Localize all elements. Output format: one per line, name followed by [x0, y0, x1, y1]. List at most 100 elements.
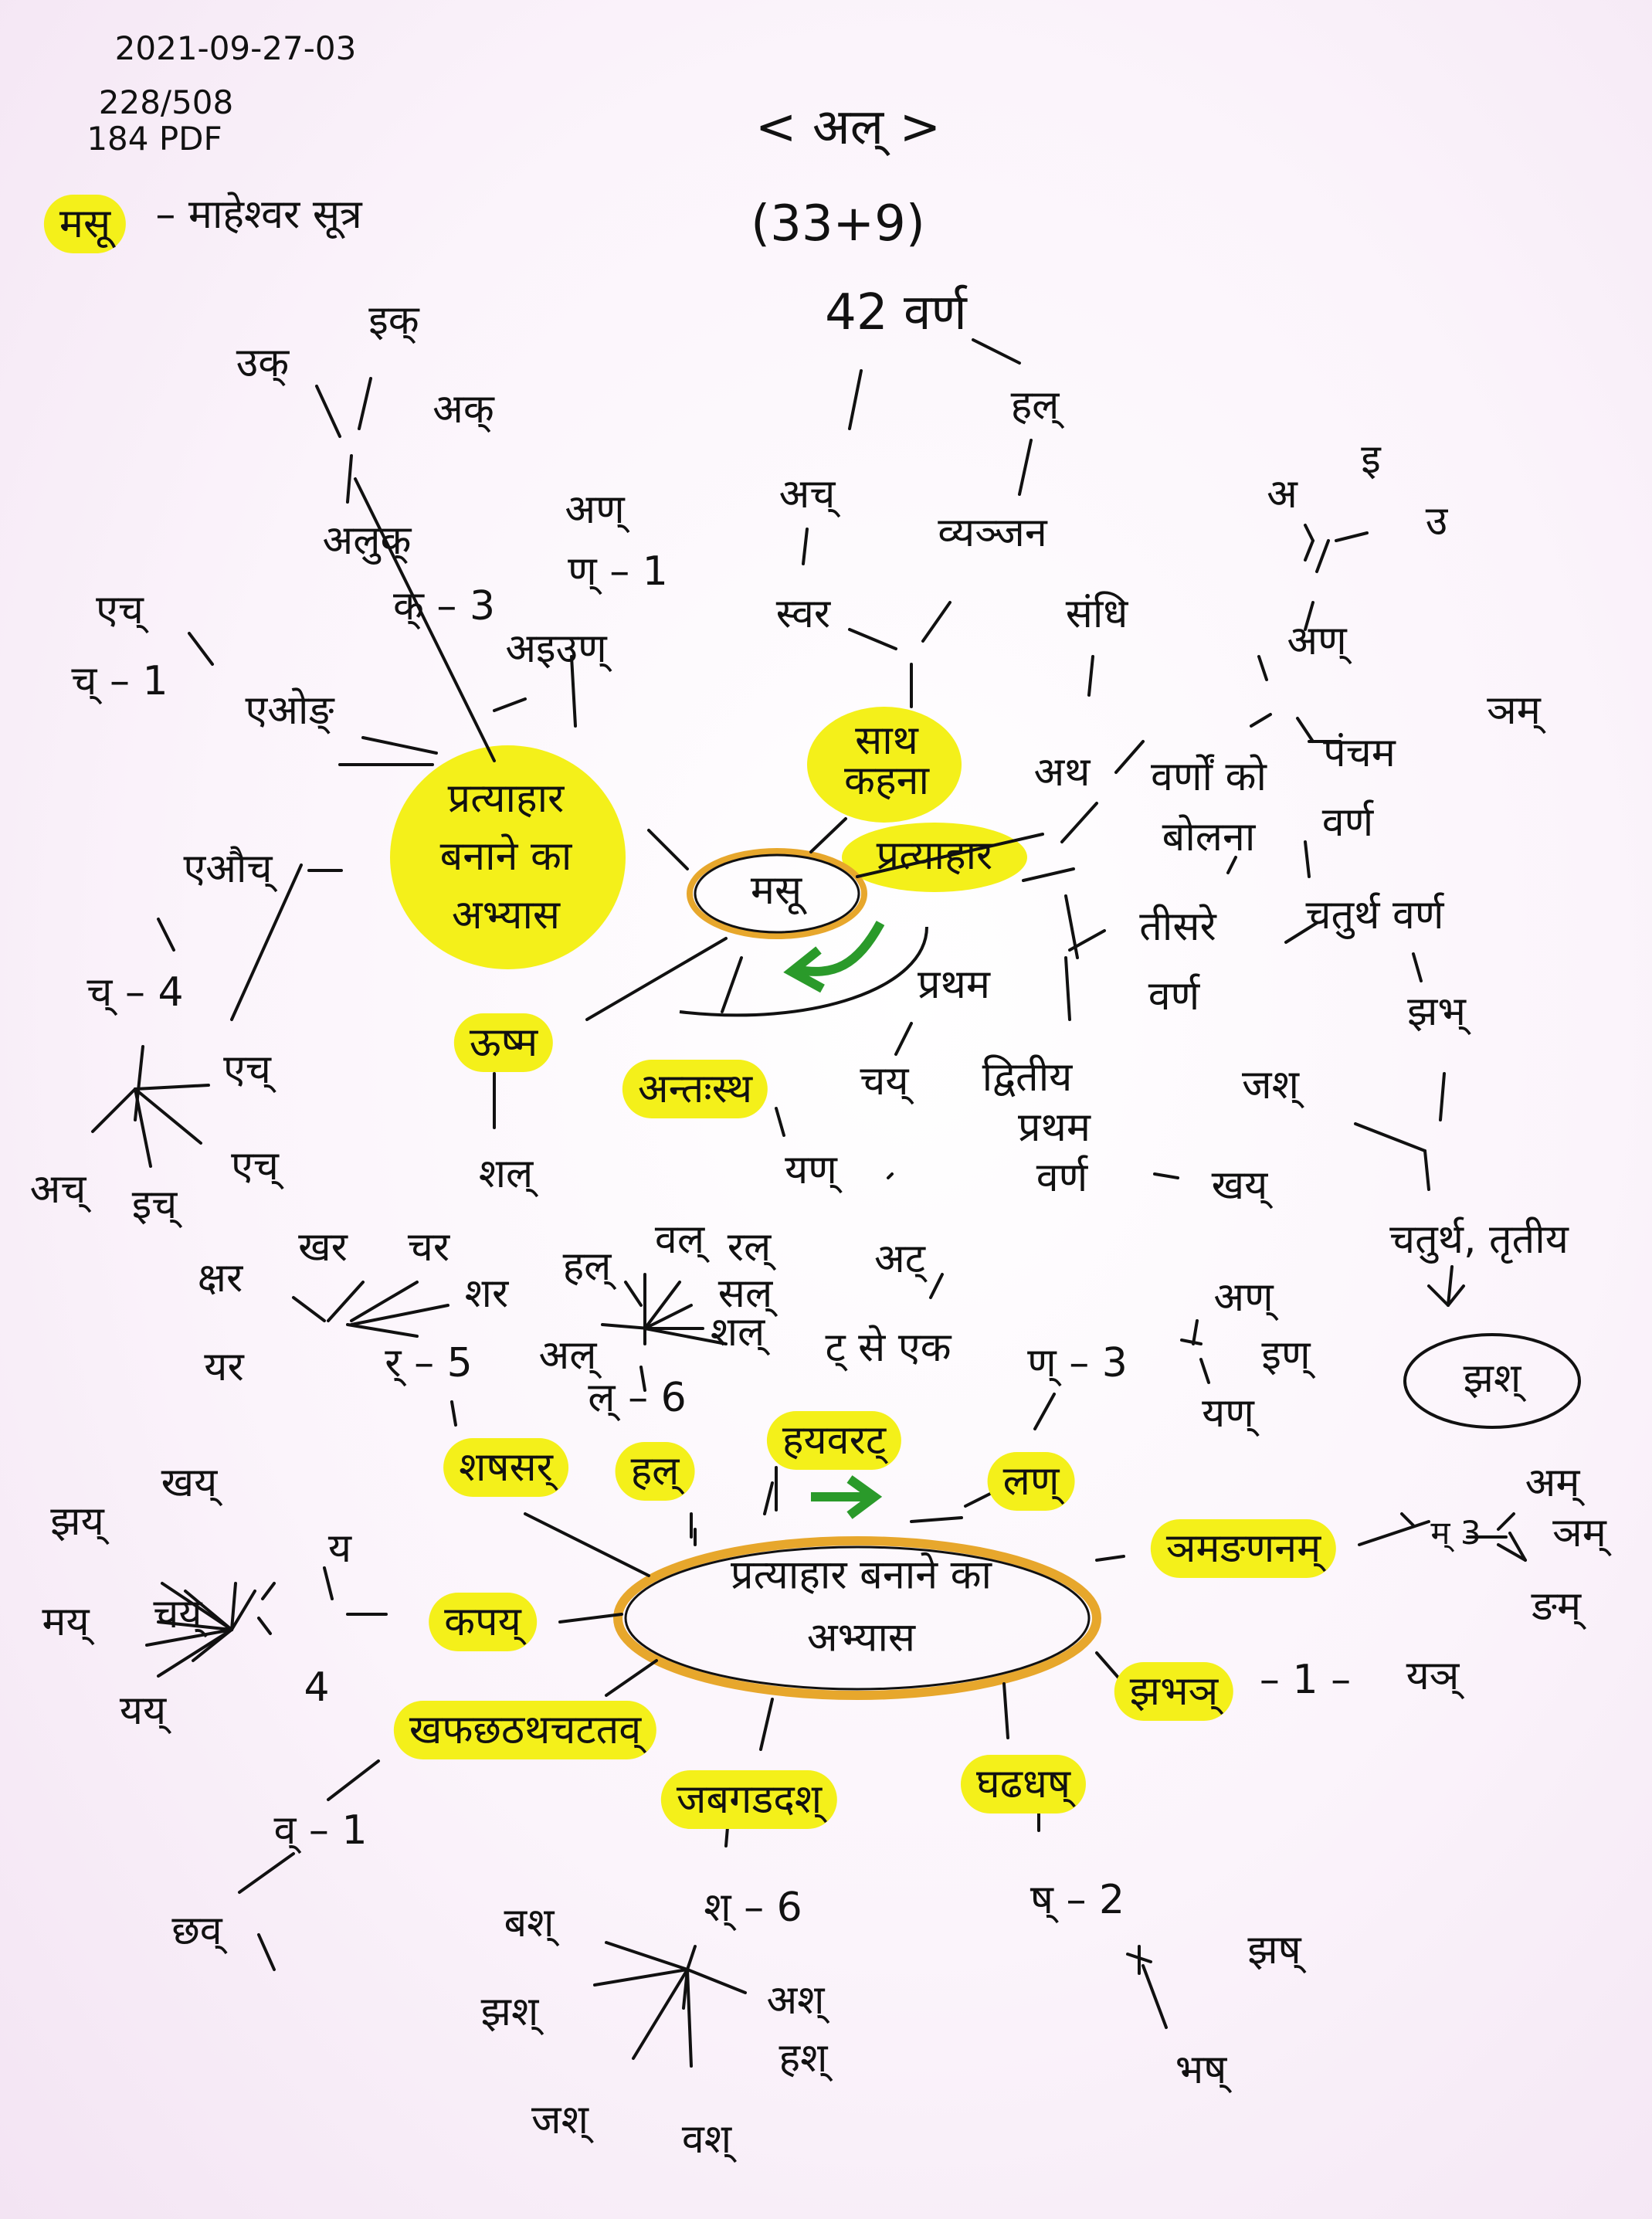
r-i: इ: [1361, 436, 1381, 483]
k3: क् – 3: [392, 583, 496, 629]
antastha-label: अन्तःस्थ: [622, 1060, 768, 1118]
hal3: हल्: [615, 1442, 695, 1501]
r-u: उ: [1425, 498, 1448, 545]
yay: यञ्: [1406, 1653, 1460, 1699]
pancham: पंचम: [1323, 730, 1396, 776]
kapay: कपय्: [429, 1593, 537, 1651]
in: इण्: [1261, 1332, 1311, 1379]
n3: ण् – 3: [1027, 1340, 1128, 1386]
ac2: अच्: [29, 1166, 87, 1213]
chaturth: चतुर्थ वर्ण: [1305, 892, 1444, 938]
yar: यर: [204, 1344, 244, 1390]
khay: खय्: [1211, 1162, 1268, 1209]
jhabh: झभ्: [1407, 989, 1466, 1035]
pancham-varn: वर्ण: [1321, 799, 1374, 846]
abbr-full-text: – माहेश्वर सूत्र: [155, 192, 362, 238]
highlight-blob-pratyahar-small: [842, 823, 1027, 892]
jash2: जश्: [531, 2097, 589, 2143]
ama: अम्: [1525, 1460, 1580, 1506]
khar: खर: [298, 1224, 348, 1271]
alak: अलुक्: [322, 517, 412, 564]
at: अट्: [874, 1236, 925, 1282]
lan: लण्: [987, 1452, 1075, 1511]
pratyahar-abhyas-1: प्रत्याहार बनाने का अभ्यास: [439, 775, 572, 938]
top-svar: स्वर: [775, 591, 831, 637]
char: चर: [407, 1224, 450, 1271]
kshar: क्षर: [197, 1255, 243, 1301]
n1: ण् – 1: [568, 548, 668, 595]
abbr-masu: मसू: [43, 195, 127, 253]
green-arrow-head: [783, 946, 825, 993]
circle-pratyahar-inner: [624, 1545, 1091, 1691]
shal: शल्: [478, 1151, 534, 1197]
ath: अथ: [1033, 749, 1091, 796]
jhash3: झश्: [480, 1989, 539, 2035]
circle-jhash: [1403, 1333, 1581, 1429]
pratham: प्रथम: [918, 962, 990, 1008]
sandhi: संधि: [1065, 591, 1128, 637]
pages-text: 228/508: [98, 83, 234, 121]
circle-pratyahar: [613, 1536, 1101, 1700]
jhash-circled: झश्: [1463, 1355, 1521, 1402]
four: 4: [304, 1664, 330, 1711]
tisre-varn: वर्ण: [1148, 973, 1200, 1020]
r5: र् – 5: [385, 1340, 473, 1386]
uk: उक्: [236, 340, 290, 386]
top-total: 42 वर्ण: [825, 284, 967, 341]
ik: इक्: [368, 297, 419, 344]
jhay: झय्: [50, 1498, 104, 1545]
jabagadadash: जबगडदश्: [660, 1770, 838, 1829]
ral: रल्: [727, 1224, 772, 1271]
tisre: तीसरे: [1139, 904, 1216, 950]
dvitiya3: वर्ण: [1036, 1155, 1088, 1201]
dvitiya2: प्रथम: [1018, 1104, 1091, 1151]
shpaar: शषसर्: [443, 1438, 568, 1497]
vash: वश्: [681, 2116, 732, 2163]
jash: जश्: [1242, 1062, 1299, 1108]
green-arrow-right: [811, 1475, 883, 1519]
varno-ko-bolna: वर्णों को बोलना: [1151, 754, 1267, 860]
c4: च् – 4: [87, 969, 184, 1016]
hash: हश्: [779, 2035, 828, 2082]
ec: एच्: [96, 587, 144, 633]
yay2: यय्: [119, 1688, 167, 1734]
ech: एच्: [231, 1143, 279, 1189]
en: एओङ्: [245, 687, 334, 734]
may: मय्: [42, 1599, 90, 1645]
chaturth-tritiya: चतुर्थ, तृतीय: [1389, 1216, 1569, 1263]
al: अल्: [538, 1332, 597, 1379]
pdf-text: 184 PDF: [87, 120, 222, 158]
top-ac: अच्: [779, 471, 836, 517]
highlight-blob-pratyahar-abhyas: [390, 745, 626, 969]
khay2: खय्: [161, 1460, 218, 1506]
date-text: 2021-09-27-03: [114, 29, 357, 67]
hal2: हल्: [562, 1244, 612, 1290]
aiun: अइउण्: [505, 626, 607, 672]
r-an: अण्: [1287, 618, 1347, 664]
pratyahar-abhyas-2: प्रत्याहार बनाने का अभ्यास: [731, 1552, 992, 1661]
ya-letter: य: [327, 1525, 352, 1572]
ushma-label: ऊष्म: [453, 1013, 554, 1072]
r-a: अ: [1267, 471, 1298, 517]
top-title: < अल् >: [755, 99, 941, 156]
top-count: (33+9): [751, 195, 925, 253]
green-arrow-curve: [794, 921, 885, 976]
chhav: छव्: [171, 1908, 222, 1954]
sal: सल्: [717, 1271, 773, 1317]
shal2: शल्: [710, 1309, 765, 1355]
t-se-ek: ट् से एक: [825, 1325, 952, 1371]
shar: शर: [464, 1271, 509, 1317]
bhash: भष्: [1175, 2047, 1227, 2093]
nm: ञम्: [1552, 1510, 1606, 1556]
curve-masu: [679, 926, 928, 1017]
namnanam: ञमङणनम्: [1150, 1519, 1337, 1578]
an2: अण्: [1213, 1274, 1274, 1321]
v1: व् – 1: [273, 1807, 368, 1854]
highlight-blob-saath: [807, 707, 962, 823]
top-vyanjan: व्यञ्जन: [938, 510, 1047, 556]
sh6: श् – 6: [704, 1885, 802, 1931]
one-dash: – 1 –: [1259, 1657, 1352, 1703]
ec2: एच्: [223, 1047, 271, 1093]
khaphachhaThatha: खफछठथचटतव्: [393, 1701, 657, 1759]
ic: इच्: [131, 1182, 178, 1228]
